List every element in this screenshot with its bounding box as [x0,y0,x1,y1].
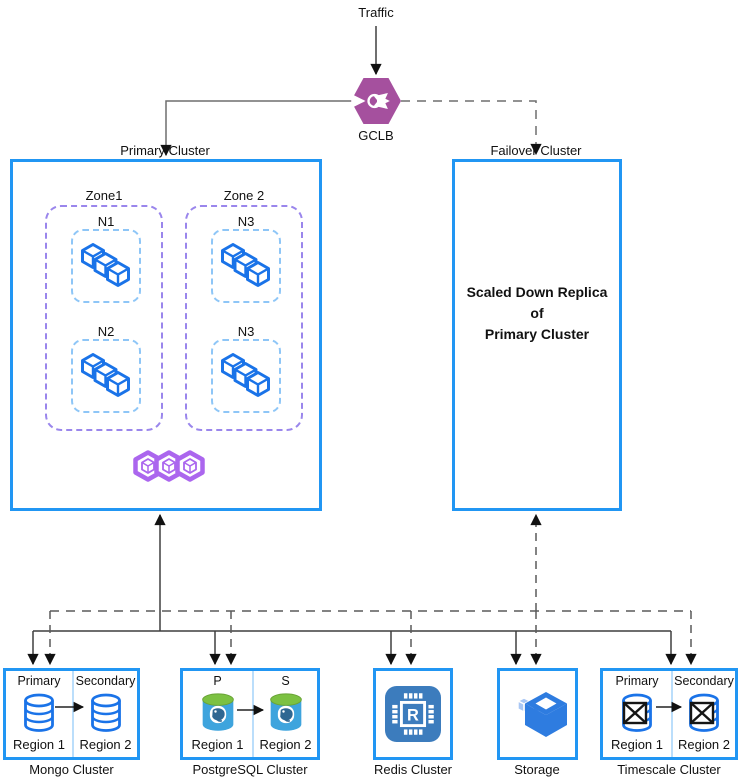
postgres-primary-cell: P Region 1 [183,671,252,757]
postgresql-db-icon [201,692,234,731]
failover-description: Scaled Down Replica of Primary Cluster [455,282,619,345]
redis-memorystore-icon: R [385,686,441,742]
mongo-cluster-box: Primary Region 1 Secondary Region 2 [3,668,140,760]
node-n2-label: N2 [97,324,115,339]
postgresql-db-icon [269,692,302,731]
pod-hexagons-icon [132,450,206,482]
mongo-primary-cell: Primary Region 1 [6,671,72,757]
failover-line3: Primary Cluster [484,326,590,342]
postgres-cluster-box: P Region 1 S Region 2 [180,668,320,760]
mongo-primary-role: Primary [17,674,61,688]
node-n3-top-label: N3 [237,214,255,229]
failover-cluster-box: Scaled Down Replica of Primary Cluster [452,159,622,511]
timescale-db-icon [622,693,652,732]
redis-cluster-box: R [373,668,453,760]
node-n3-bottom: N3 [211,324,281,413]
postgres-secondary-role: S [281,674,290,688]
mongo-secondary-cell: Secondary Region 2 [74,671,137,757]
timescale-cluster-box: Primary Region 1 Secondary Region 2 [600,668,738,760]
mongo-db-icon [24,693,54,732]
timescale-db-icon [689,693,719,732]
node-n3-bottom-label: N3 [237,324,255,339]
postgres-region-divider [252,671,254,757]
redis-cluster-title: Redis Cluster [373,762,453,777]
node-n1: N1 [71,214,141,303]
pods-cubes-icon [81,243,130,287]
timescale-secondary-role: Secondary [674,674,734,688]
timescale-region-1: Region 1 [610,737,664,752]
node-n3-top: N3 [211,214,281,303]
zone-1: Zone1 N1 N2 [45,188,163,431]
mongo-region-divider [72,671,74,757]
cloud-storage-boxes-icon [515,692,567,737]
redis-letter: R [407,706,419,724]
pods-cubes-icon [221,243,270,287]
zone-2: Zone 2 N3 N3 [185,188,303,431]
node-n1-label: N1 [97,214,115,229]
primary-cluster-box: Zone1 N1 N2 Zone 2 N3 [10,159,322,511]
mongo-cluster-title: Mongo Cluster [29,762,114,777]
storage-box [497,668,578,760]
node-n2: N2 [71,324,141,413]
mongo-secondary-role: Secondary [75,674,136,688]
storage-title: Storage [514,762,560,777]
timescale-cluster-title: Timescale Cluster [617,762,721,777]
traffic-label: Traffic [358,5,394,20]
mongo-db-icon [90,693,121,732]
gclb-label: GCLB [358,128,394,143]
primary-cluster-label: Primary Cluster [120,143,210,158]
failover-line1: Scaled Down Replica [466,284,608,300]
failover-line2: of [530,305,544,321]
postgres-secondary-cell: S Region 2 [254,671,317,757]
timescale-region-divider [671,671,673,757]
zone-1-label: Zone1 [85,188,123,203]
pods-cubes-icon [81,353,130,397]
gclb-load-balancer-icon [351,78,401,124]
timescale-region-2: Region 2 [677,737,731,752]
postgres-region-1: Region 1 [191,737,244,752]
postgres-primary-role: P [213,674,222,688]
timescale-primary-role: Primary [615,674,659,688]
postgres-region-2: Region 2 [259,737,312,752]
timescale-secondary-cell: Secondary Region 2 [673,671,735,757]
timescale-primary-cell: Primary Region 1 [603,671,671,757]
mongo-region-1: Region 1 [12,737,66,752]
zone-2-label: Zone 2 [223,188,265,203]
postgres-cluster-title: PostgreSQL Cluster [192,762,308,777]
pods-cubes-icon [221,353,270,397]
failover-cluster-label: Failover Cluster [490,143,582,158]
mongo-region-2: Region 2 [79,737,132,752]
